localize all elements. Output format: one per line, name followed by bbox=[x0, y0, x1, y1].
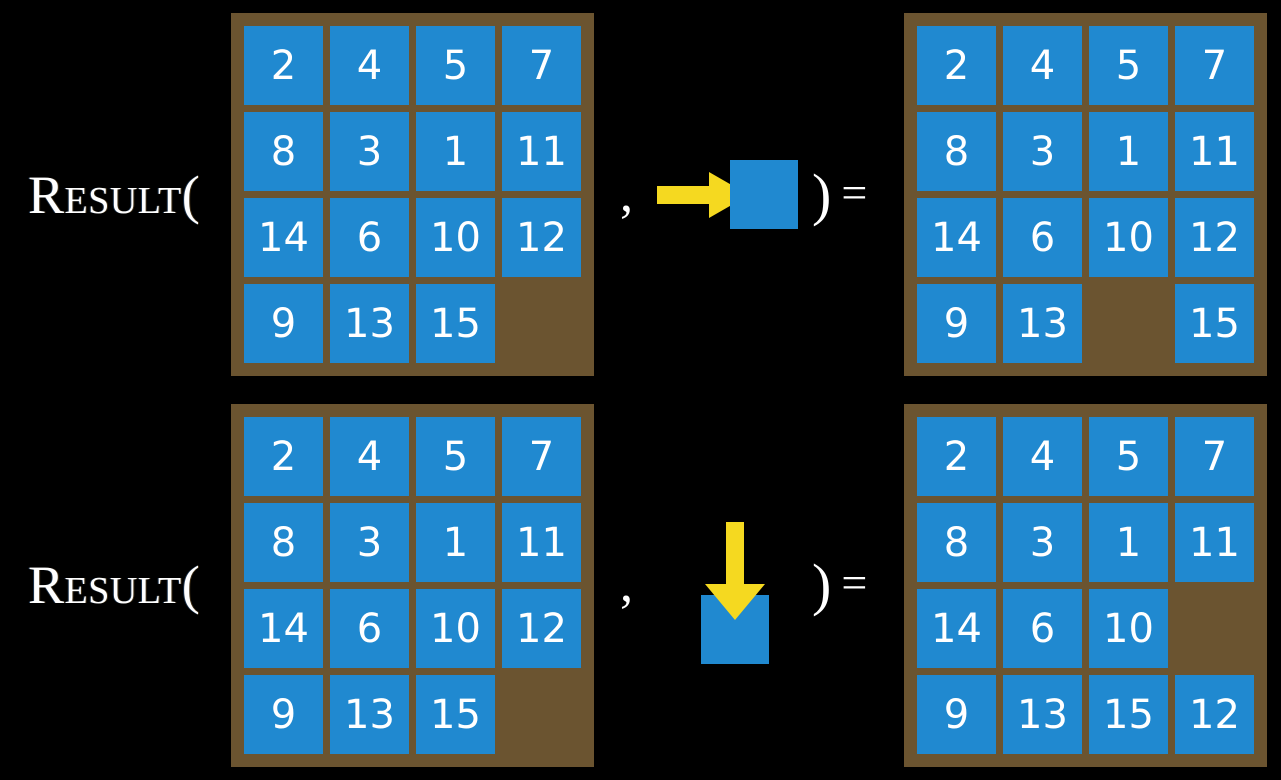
tile: 15 bbox=[416, 675, 495, 754]
tile: 6 bbox=[330, 589, 409, 668]
tile: 10 bbox=[416, 589, 495, 668]
tile: 5 bbox=[1089, 417, 1168, 496]
tile: 2 bbox=[244, 26, 323, 105]
action-glyph-bottom bbox=[650, 490, 830, 680]
result-word-bottom: Result( bbox=[28, 555, 201, 615]
tile: 14 bbox=[244, 589, 323, 668]
result-word-top: Result( bbox=[28, 165, 201, 225]
tile: 7 bbox=[1175, 26, 1254, 105]
tile: 11 bbox=[502, 112, 581, 191]
tile: 3 bbox=[330, 112, 409, 191]
tile: 1 bbox=[1089, 112, 1168, 191]
tile: 12 bbox=[1175, 675, 1254, 754]
tile: 5 bbox=[416, 26, 495, 105]
board-before-bottom: 2 4 5 7 8 3 1 11 14 6 10 12 9 13 15 bbox=[231, 404, 594, 767]
board-after-bottom: 2 4 5 7 8 3 1 11 14 6 10 9 13 15 12 bbox=[904, 404, 1267, 767]
tile: 11 bbox=[1175, 112, 1254, 191]
tile: 2 bbox=[917, 417, 996, 496]
result-label-bottom: Result( bbox=[28, 558, 200, 612]
tile: 1 bbox=[1089, 503, 1168, 582]
tile: 15 bbox=[416, 284, 495, 363]
arrow-right-icon bbox=[657, 172, 749, 218]
tile: 10 bbox=[1089, 198, 1168, 277]
action-glyph-top bbox=[650, 100, 830, 290]
tile: 7 bbox=[502, 26, 581, 105]
tile: 7 bbox=[502, 417, 581, 496]
tile: 12 bbox=[502, 198, 581, 277]
tile: 8 bbox=[917, 112, 996, 191]
tile: 13 bbox=[330, 675, 409, 754]
equals-sign: = bbox=[841, 167, 868, 218]
equation-row-top: Result( 2 4 5 7 8 3 1 11 14 6 10 12 9 13… bbox=[28, 13, 1267, 376]
tile: 3 bbox=[330, 503, 409, 582]
close-paren-equals-bottom: )= bbox=[812, 556, 867, 614]
tile: 1 bbox=[416, 503, 495, 582]
tile: 13 bbox=[1003, 675, 1082, 754]
blank-tile-square-top bbox=[730, 160, 798, 229]
tile: 9 bbox=[244, 675, 323, 754]
tile: 4 bbox=[330, 26, 409, 105]
tile: 4 bbox=[1003, 417, 1082, 496]
tile: 10 bbox=[416, 198, 495, 277]
close-paren: ) bbox=[812, 162, 832, 227]
tile-blank bbox=[1089, 284, 1168, 363]
tile-blank bbox=[502, 284, 581, 363]
comma-separator-top: , bbox=[620, 166, 633, 223]
close-paren-equals-top: )= bbox=[812, 166, 867, 224]
board-after-top: 2 4 5 7 8 3 1 11 14 6 10 12 9 13 15 bbox=[904, 13, 1267, 376]
tile: 6 bbox=[1003, 589, 1082, 668]
tile: 4 bbox=[1003, 26, 1082, 105]
tile: 9 bbox=[244, 284, 323, 363]
tile: 8 bbox=[917, 503, 996, 582]
tile: 6 bbox=[1003, 198, 1082, 277]
tile: 9 bbox=[917, 284, 996, 363]
close-paren: ) bbox=[812, 552, 832, 617]
tile: 5 bbox=[1089, 26, 1168, 105]
equation-row-bottom: Result( 2 4 5 7 8 3 1 11 14 6 10 12 9 13… bbox=[0, 390, 1281, 780]
tile: 12 bbox=[502, 589, 581, 668]
tile: 9 bbox=[917, 675, 996, 754]
comma-separator-bottom: , bbox=[620, 556, 633, 613]
tile: 8 bbox=[244, 112, 323, 191]
tile: 2 bbox=[244, 417, 323, 496]
tile-blank bbox=[502, 675, 581, 754]
tile-blank bbox=[1175, 589, 1254, 668]
tile: 4 bbox=[330, 417, 409, 496]
tile: 3 bbox=[1003, 112, 1082, 191]
tile: 14 bbox=[244, 198, 323, 277]
tile: 11 bbox=[1175, 503, 1254, 582]
board-before-top: 2 4 5 7 8 3 1 11 14 6 10 12 9 13 15 bbox=[231, 13, 594, 376]
tile: 1 bbox=[416, 112, 495, 191]
tile: 13 bbox=[1003, 284, 1082, 363]
tile: 5 bbox=[416, 417, 495, 496]
arrow-down-icon bbox=[705, 522, 765, 620]
tile: 6 bbox=[330, 198, 409, 277]
tile: 11 bbox=[502, 503, 581, 582]
result-label-top: Result( bbox=[28, 168, 200, 222]
tile: 15 bbox=[1175, 284, 1254, 363]
tile: 14 bbox=[917, 589, 996, 668]
tile: 15 bbox=[1089, 675, 1168, 754]
equals-sign: = bbox=[841, 557, 868, 608]
tile: 3 bbox=[1003, 503, 1082, 582]
tile: 2 bbox=[917, 26, 996, 105]
tile: 10 bbox=[1089, 589, 1168, 668]
tile: 7 bbox=[1175, 417, 1254, 496]
tile: 12 bbox=[1175, 198, 1254, 277]
tile: 8 bbox=[244, 503, 323, 582]
tile: 14 bbox=[917, 198, 996, 277]
tile: 13 bbox=[330, 284, 409, 363]
